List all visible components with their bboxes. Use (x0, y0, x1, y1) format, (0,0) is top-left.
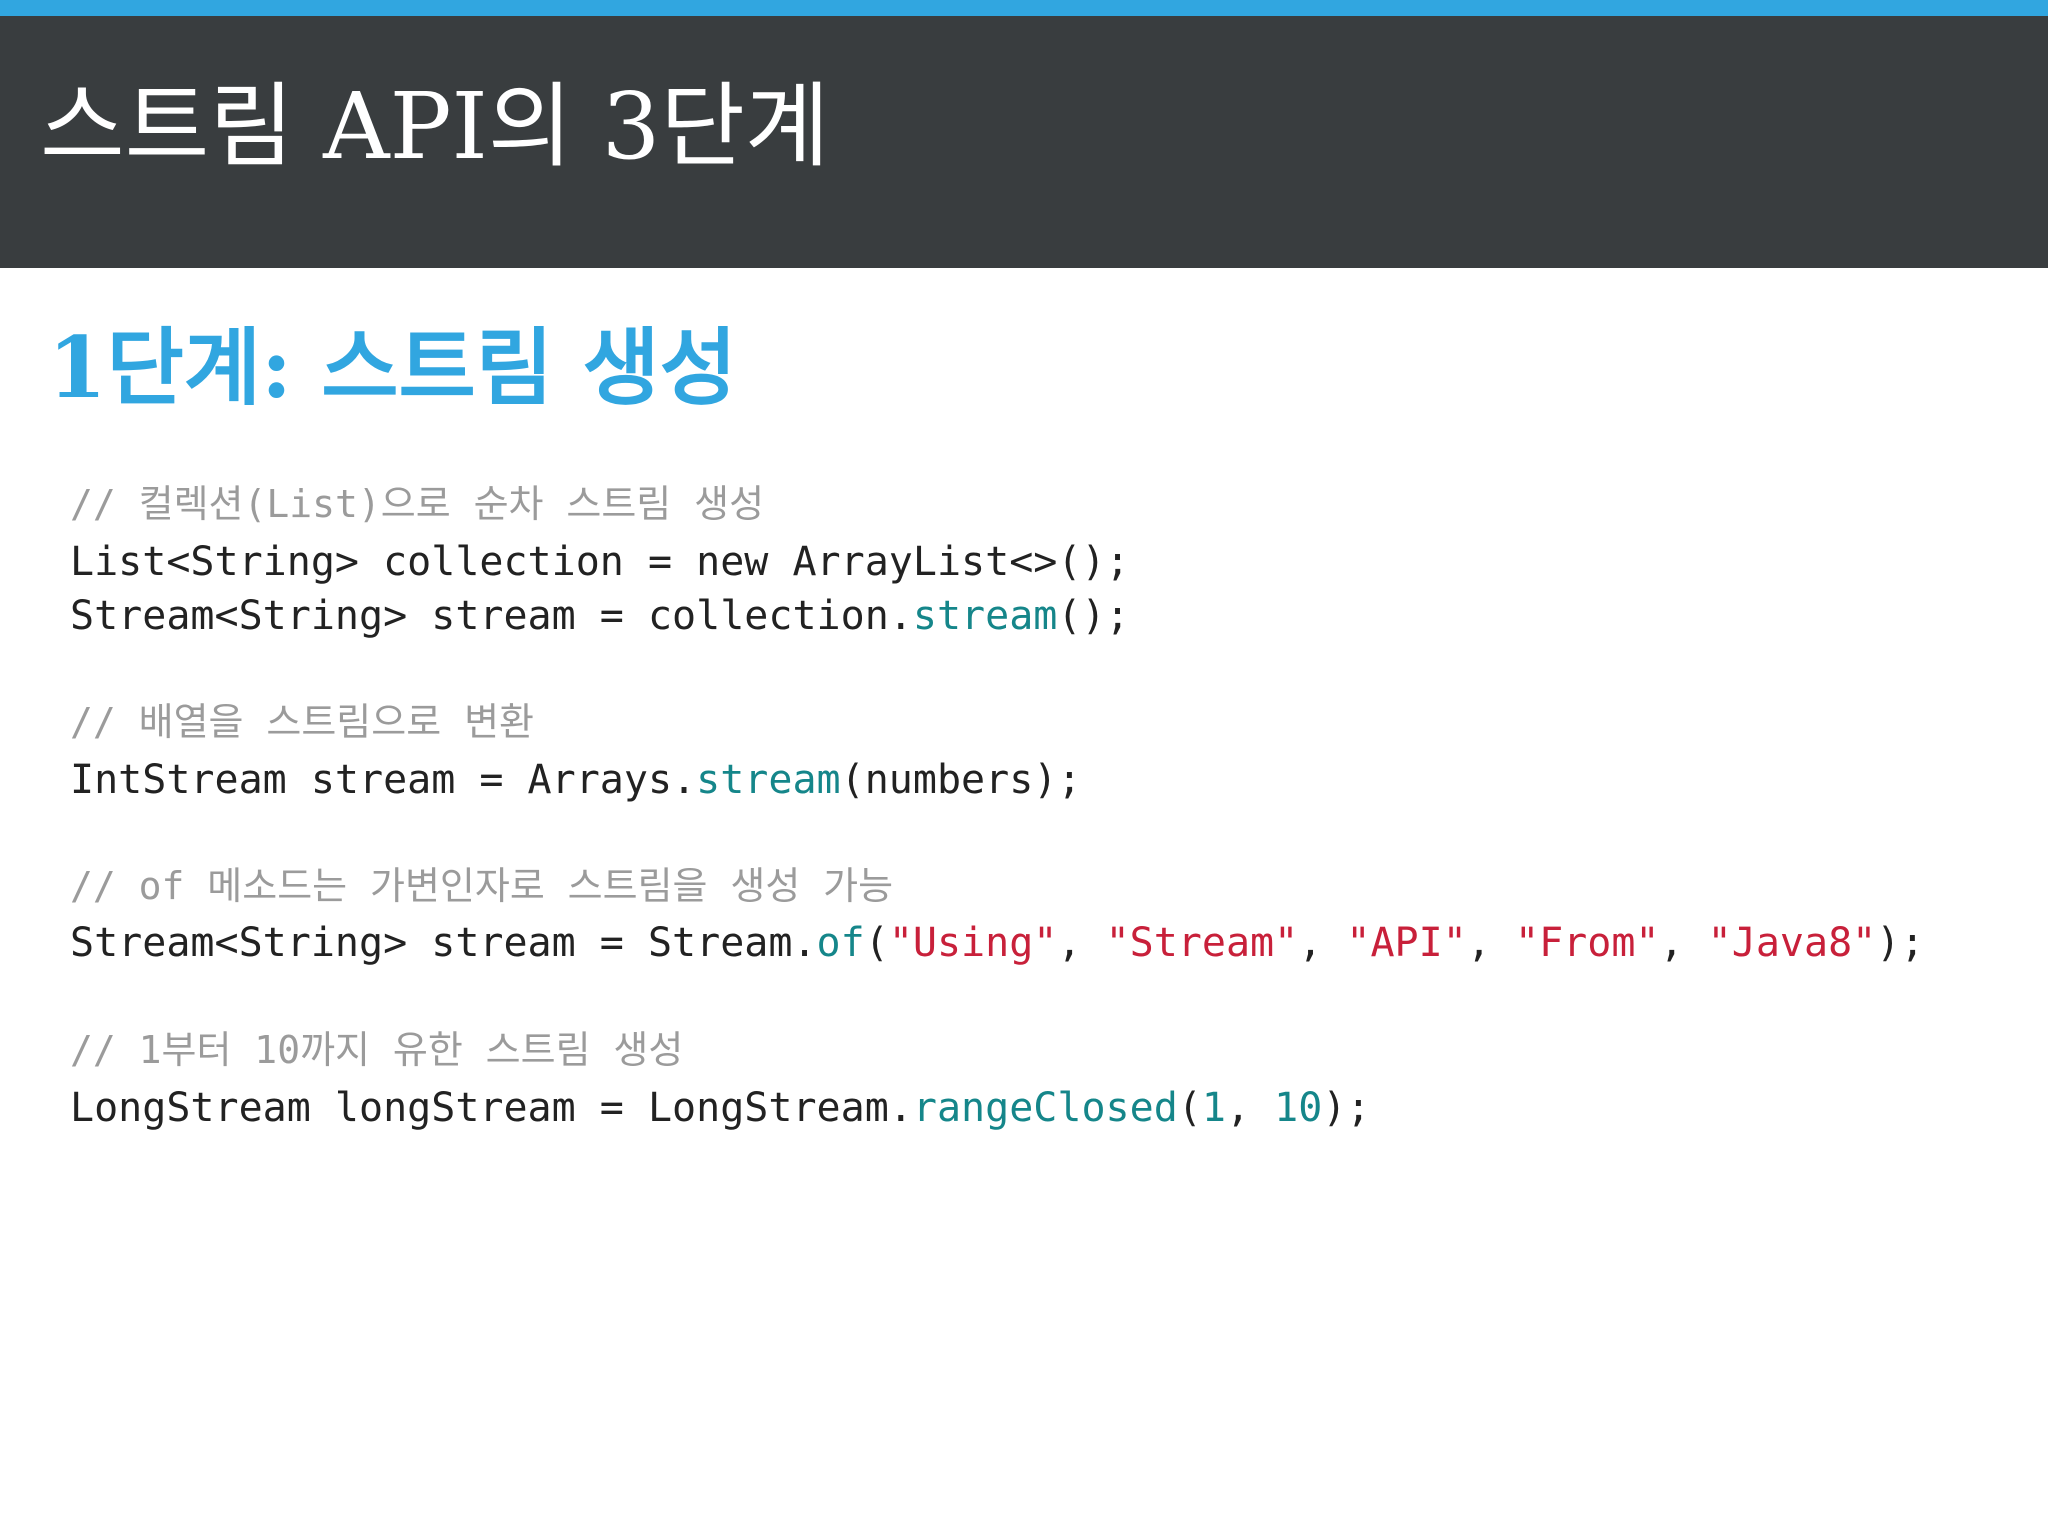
code-text: , (1298, 920, 1347, 966)
code-method: stream (696, 757, 841, 803)
code-string: "From" (1514, 920, 1660, 966)
code-number: 10 (1274, 1085, 1323, 1131)
code-line-stream-of: Stream<String> stream = Stream.of("Using… (70, 923, 1924, 963)
code-line-stream: Stream<String> stream = collection.strea… (70, 596, 1130, 636)
code-text: , (1225, 1085, 1275, 1131)
code-text: , (1057, 920, 1106, 966)
code-text: IntStream stream = Arrays. (70, 757, 697, 803)
code-text: Stream<String> stream = Stream. (70, 920, 817, 966)
title-band (0, 16, 2048, 268)
code-comment-array: // 배열을 스트림으로 변환 (70, 700, 534, 744)
code-line-intstream: IntStream stream = Arrays.stream(numbers… (70, 760, 1081, 800)
code-comment-range: // 1부터 10까지 유한 스트림 생성 (70, 1028, 684, 1072)
top-accent-bar (0, 0, 2048, 16)
code-string: "Java8" (1707, 920, 1877, 966)
code-method: of (816, 920, 865, 966)
slide-title: 스트림 API의 3단계 (40, 73, 830, 180)
section-heading: 1단계: 스트림 생성 (48, 318, 737, 417)
code-text: ( (864, 920, 889, 966)
code-text: LongStream longStream = LongStream. (70, 1085, 913, 1131)
code-block: // 컬렉션(List)으로 순차 스트림 생성 List<String> co… (70, 0, 2030, 1536)
code-text: , (1466, 920, 1515, 966)
code-comment-of: // of 메소드는 가변인자로 스트림을 생성 가능 (70, 864, 894, 908)
code-string: "Using" (888, 920, 1058, 966)
code-line-collection: List<String> collection = new ArrayList<… (70, 539, 1130, 585)
code-text: Stream<String> stream = collection. (70, 593, 913, 639)
code-comment-list: // 컬렉션(List)으로 순차 스트림 생성 (70, 482, 765, 526)
code-text: ( (1177, 1085, 1202, 1131)
code-text: ); (1322, 1085, 1371, 1131)
code-string: "Stream" (1105, 920, 1299, 966)
code-text: (); (1057, 593, 1130, 639)
code-number: 1 (1201, 1085, 1226, 1131)
code-method: rangeClosed (912, 1085, 1178, 1131)
code-line-longstream: LongStream longStream = LongStream.range… (70, 1088, 1370, 1128)
code-text: (numbers); (840, 757, 1082, 803)
code-text: , (1659, 920, 1708, 966)
code-string: "API" (1346, 920, 1467, 966)
code-text: ); (1876, 920, 1925, 966)
code-method: stream (912, 593, 1058, 639)
